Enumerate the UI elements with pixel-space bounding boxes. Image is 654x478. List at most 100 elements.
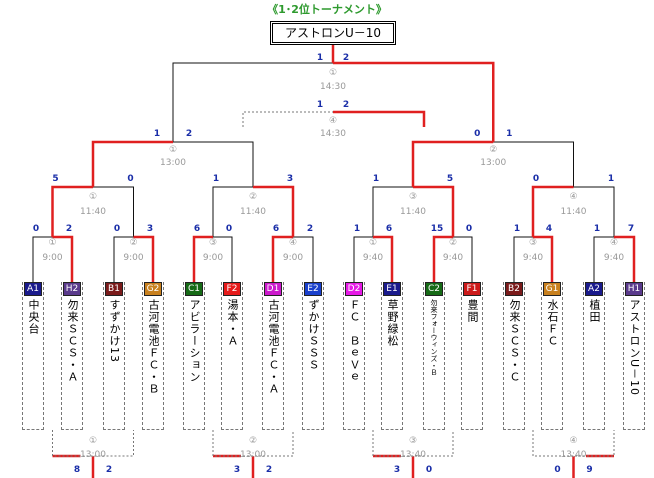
- consolation-line: [52, 430, 134, 457]
- match-time: 13:40: [400, 450, 426, 460]
- match-number: ②: [448, 238, 458, 248]
- match-time: 11:40: [80, 207, 106, 217]
- match-time: 11:40: [240, 207, 266, 217]
- consolation-line: [372, 430, 454, 457]
- match-number: ①: [88, 436, 98, 446]
- team-name: 草野緑松: [386, 299, 399, 347]
- score-right: 6: [385, 224, 393, 234]
- seed-badge: D2: [345, 282, 363, 296]
- score-right: 2: [342, 53, 350, 63]
- r1-winner-line: [192, 235, 213, 282]
- consolation-line: [532, 430, 615, 457]
- team-name: 水石ＦＣ: [546, 299, 559, 347]
- score-left: 1: [316, 100, 324, 110]
- match-time: 13:00: [80, 450, 106, 460]
- team-slot: E1 草野緑松: [381, 282, 403, 430]
- match-number: ④: [569, 436, 578, 446]
- match-number: ②: [248, 192, 258, 202]
- score-left: 15: [430, 224, 444, 234]
- match-time: 9:00: [282, 253, 304, 263]
- team-name: 湯本・Ａ: [226, 299, 239, 347]
- team-name: ＦＣ ＢｅＶｅ: [348, 299, 361, 383]
- match-time: 13:00: [240, 450, 266, 460]
- match-time: 11:40: [400, 207, 426, 217]
- match-number: ③: [528, 238, 538, 248]
- score-right: 0: [225, 224, 233, 234]
- tournament-title: 《1･2位トーナメント》: [267, 3, 387, 16]
- match-number: ②: [248, 436, 258, 446]
- score-left: 0: [554, 465, 561, 475]
- score-right: 3: [286, 174, 294, 184]
- score-right: 2: [65, 224, 73, 234]
- match-number: ①: [368, 238, 378, 248]
- score-left: 0: [32, 224, 40, 234]
- r1-winner-line: [432, 235, 453, 282]
- team-name: アビラーション: [188, 299, 201, 383]
- score-right: 5: [446, 174, 454, 184]
- match-number: ②: [129, 238, 138, 248]
- seed-badge: B1: [105, 282, 123, 296]
- match-number: ②: [489, 145, 498, 155]
- score-left: 1: [372, 174, 380, 184]
- score-right: 2: [306, 224, 314, 234]
- match-time: 9:00: [123, 253, 144, 263]
- match-time: 13:00: [480, 158, 507, 168]
- r1-winner-line: [271, 235, 293, 282]
- seed-badge: C1: [185, 282, 203, 296]
- seed-badge: G1: [543, 282, 561, 296]
- seed-badge: E1: [383, 282, 401, 296]
- team-slot: C1 アビラーション: [183, 282, 205, 430]
- seed-badge: F1: [463, 282, 481, 296]
- final-winner-line: [333, 61, 495, 142]
- qf-loser-line: [212, 186, 253, 237]
- team-slot: F2 湯本・Ａ: [221, 282, 243, 430]
- seed-badge: G2: [144, 282, 162, 296]
- score-right: 7: [627, 224, 635, 234]
- team-name: 豊間: [466, 299, 479, 323]
- r1-loser-line: [513, 236, 533, 282]
- team-name: ずかけＳＳＳ: [307, 299, 320, 371]
- r1-winner-line: [614, 235, 636, 282]
- r1-winner-line: [533, 235, 554, 282]
- score-left: 1: [593, 224, 601, 234]
- score-right: 2: [105, 465, 113, 475]
- seed-badge: F2: [223, 282, 241, 296]
- qf-loser-line: [93, 186, 134, 237]
- r1-loser-line: [293, 236, 314, 282]
- score-left: 1: [212, 174, 220, 184]
- score-right: 2: [342, 100, 350, 110]
- qf-winner-line: [253, 185, 295, 237]
- team-slot: G1 水石ＦＣ: [541, 282, 563, 430]
- sf-winner-line: [411, 140, 494, 187]
- r1-winner-line: [373, 235, 394, 282]
- score-right: 1: [506, 129, 513, 139]
- third-place-right-line: [333, 110, 426, 127]
- seed-badge: A1: [24, 282, 42, 296]
- r1-winner-line: [52, 235, 74, 282]
- score-right: 4: [545, 224, 553, 234]
- match-time: 9:40: [362, 253, 384, 263]
- match-time: 9:40: [603, 253, 625, 263]
- match-number: ①: [48, 238, 57, 248]
- r1-winner-line: [133, 235, 155, 282]
- score-left: 5: [52, 174, 59, 184]
- team-name: 勿来ＳＣＳ・Ａ: [66, 299, 79, 383]
- score-right: 1: [607, 174, 615, 184]
- third-place-left-line: [242, 111, 333, 127]
- match-number: ①: [168, 145, 178, 155]
- match-time: 11:40: [560, 207, 587, 217]
- score-left: 3: [233, 465, 241, 475]
- r1-loser-line: [353, 236, 373, 282]
- match-number: ④: [288, 238, 298, 248]
- match-time: 9:40: [522, 253, 544, 263]
- r1-loser-line: [593, 236, 614, 282]
